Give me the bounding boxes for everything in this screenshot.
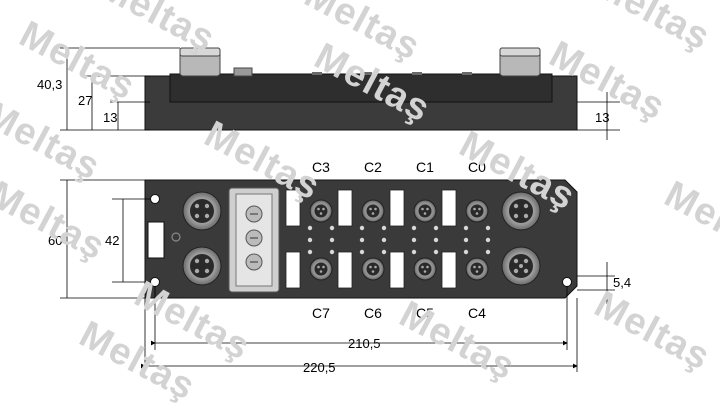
ground-symbol [171,232,181,242]
led-0-3 [381,225,387,231]
m8-connector-bottom-1 [361,257,385,281]
label-slot-left [147,221,165,259]
led-1-2 [359,237,365,243]
connector-label-bottom-1: C6 [364,305,382,321]
m8-connectors-bottom [309,257,489,281]
m8-connector-top-0 [309,199,333,223]
m12-left-top [182,191,222,231]
connector-label-bottom-3: C4 [468,305,486,321]
dim-right-step: 13 [595,110,609,125]
dim-hole-spacing: 210,5 [348,336,381,351]
mounting-hole-left-bottom [150,277,160,287]
led-2-7 [485,249,491,255]
connector-label-top-1: C2 [364,159,382,175]
led-0-1 [329,225,335,231]
connector-label-bottom-0: C7 [312,305,330,321]
led-0-7 [485,225,491,231]
m12-right-top [501,191,541,231]
m8-connector-top-1 [361,199,385,223]
led-2-1 [329,249,335,255]
led-1-6 [463,237,469,243]
side-switch [233,67,253,77]
led-1-3 [381,237,387,243]
led-2-3 [381,249,387,255]
led-0-2 [359,225,365,231]
led-2-2 [359,249,365,255]
led-2-5 [433,249,439,255]
rotary-switch-module [228,187,280,293]
connector-label-top-0: C3 [312,159,330,175]
m12-left-bottom [182,246,222,286]
m8-connector-bottom-2 [413,257,437,281]
led-0-5 [433,225,439,231]
dim-body-height: 27 [78,93,92,108]
connector-labels-bottom: C7 C6 C5 C4 [312,305,486,321]
led-2-0 [307,249,313,255]
dim-total-height: 40,3 [37,77,62,92]
top-view: C3 C2 C1 C0 C7 C6 C5 C4 [48,159,631,375]
m8-connector-top-3 [465,199,489,223]
connector-label-top-2: C1 [416,159,434,175]
dim-inner-height: 42 [105,233,119,248]
led-1-1 [329,237,335,243]
side-view: 40,3 27 13 13 [37,47,620,140]
dim-left-step: 13 [103,110,117,125]
side-housing-top [169,73,553,103]
connector-label-bottom-2: C5 [416,305,434,321]
mounting-hole-right [562,277,572,287]
connector-labels-top: C3 C2 C1 C0 [312,159,486,175]
technical-drawing: 40,3 27 13 13 [37,47,631,375]
m8-connector-top-2 [413,199,437,223]
dim-height: 60 [48,233,62,248]
m8-connectors-top [309,199,489,223]
m8-connector-bottom-3 [465,257,489,281]
m12-right-bottom [501,246,541,286]
dim-total-length: 220,5 [303,360,336,375]
led-1-5 [433,237,439,243]
led-1-7 [485,237,491,243]
connector-label-top-3: C0 [468,159,486,175]
mounting-hole-left-top [150,194,160,204]
led-1-4 [411,237,417,243]
led-2-6 [463,249,469,255]
led-0-4 [411,225,417,231]
status-leds [307,225,491,255]
m8-connector-bottom-0 [309,257,333,281]
led-0-6 [463,225,469,231]
led-1-0 [307,237,313,243]
dim-hole-offset: 5,4 [613,275,631,290]
led-0-0 [307,225,313,231]
led-2-4 [411,249,417,255]
